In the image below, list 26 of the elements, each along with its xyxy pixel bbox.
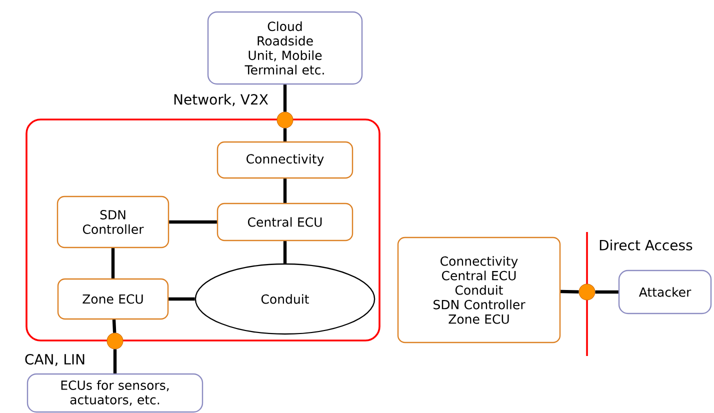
connector-line bbox=[283, 128, 287, 142]
connector-line bbox=[111, 248, 115, 278]
connector-line bbox=[595, 290, 618, 294]
boundary-frame bbox=[26, 118, 380, 342]
component-box: SDN Controller bbox=[56, 196, 170, 248]
component-box: Connectivity bbox=[216, 141, 354, 179]
system-box: Attacker bbox=[618, 270, 712, 314]
connector-line bbox=[283, 241, 287, 264]
interface-label: CAN, LIN bbox=[25, 354, 84, 366]
connector-line bbox=[283, 84, 287, 112]
interface-label: Direct Access bbox=[600, 240, 692, 250]
system-box: Cloud Roadside Unit, Mobile Terminal etc. bbox=[207, 11, 363, 85]
connector-line bbox=[169, 220, 217, 224]
connector-line bbox=[560, 290, 579, 294]
component-box: Connectivity Central ECU Conduit SDN Controller Zone ECU bbox=[397, 236, 561, 344]
connector-line bbox=[283, 178, 287, 203]
connector-line bbox=[113, 349, 117, 374]
interface-point bbox=[106, 332, 124, 350]
connector-line bbox=[168, 297, 195, 301]
interface-point bbox=[276, 112, 294, 128]
component-box: Central ECU bbox=[216, 202, 354, 242]
interface-label: Network, V2X bbox=[174, 94, 268, 106]
component-box: Zone ECU bbox=[57, 278, 169, 320]
connector-line bbox=[112, 320, 116, 333]
interface-point bbox=[578, 284, 596, 300]
system-box: ECUs for sensors, actuators, etc. bbox=[26, 373, 204, 413]
